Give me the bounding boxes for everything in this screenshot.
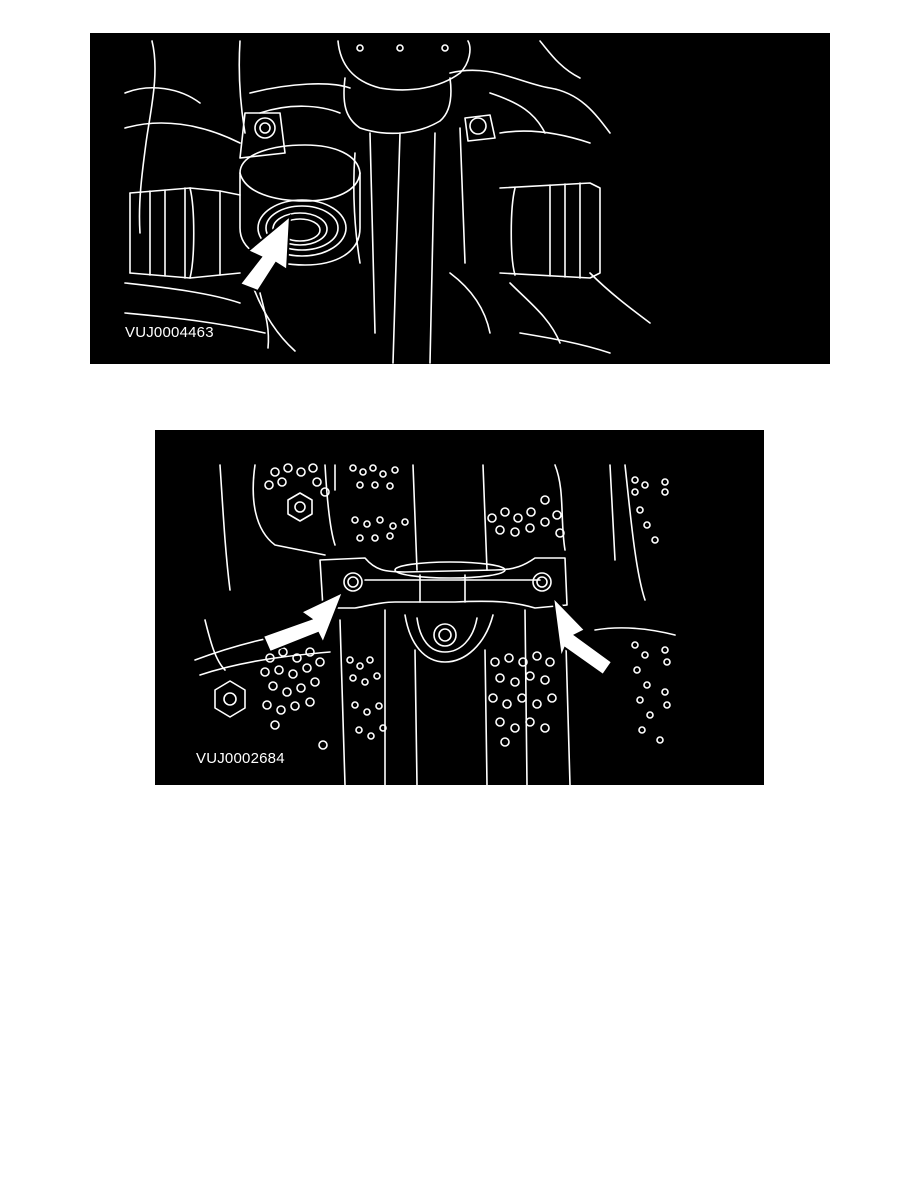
- bushing-line-drawing: [124, 40, 651, 364]
- figure-id-label: VUJ0002684: [196, 750, 285, 767]
- illustration-center-bearing: VUJ0002684: [155, 430, 764, 785]
- illustration-bushing: VUJ0004463: [90, 33, 830, 364]
- figure-id-label: VUJ0004463: [125, 324, 214, 341]
- bearing-line-drawing: [194, 463, 676, 785]
